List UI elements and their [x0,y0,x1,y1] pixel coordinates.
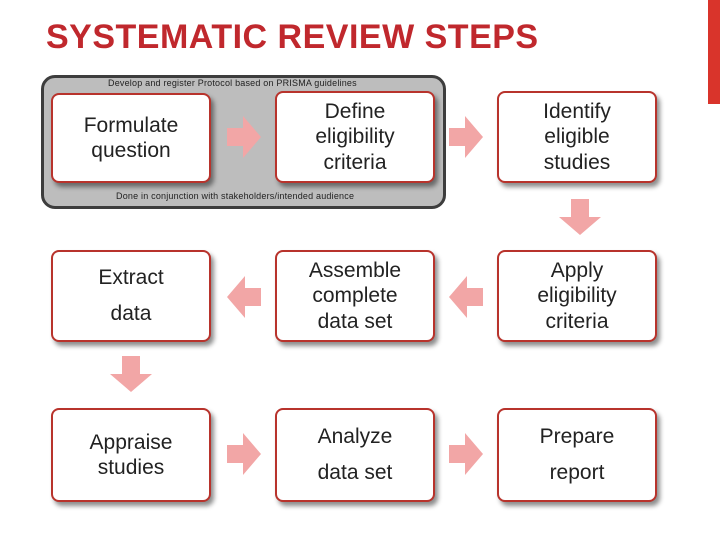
accent-bar [708,0,720,104]
step-identify-eligible-studies: Identify eligible studies [497,91,657,183]
arrow-left-icon [449,276,483,318]
arrow-right-icon [227,433,261,475]
step-assemble-data-set: Assemble complete data set [275,250,435,342]
stakeholder-note: Done in conjunction with stakeholders/in… [116,191,355,201]
slide-title: SYSTEMATIC REVIEW STEPS [46,18,539,56]
step-formulate-question: Formulate question [51,93,211,183]
arrow-left-icon [227,276,261,318]
arrow-right-icon [449,116,483,158]
step-appraise-studies: Appraise studies [51,408,211,502]
step-analyze-data-set: Analyze data set [275,408,435,502]
step-apply-eligibility-criteria: Apply eligibility criteria [497,250,657,342]
arrow-down-icon [110,356,152,392]
step-prepare-report: Prepare report [497,408,657,502]
arrow-right-icon [449,433,483,475]
step-extract-data: Extract data [51,250,211,342]
protocol-note: Develop and register Protocol based on P… [108,78,357,88]
step-define-eligibility-criteria: Define eligibility criteria [275,91,435,183]
arrow-right-icon [227,116,261,158]
arrow-down-icon [559,199,601,235]
